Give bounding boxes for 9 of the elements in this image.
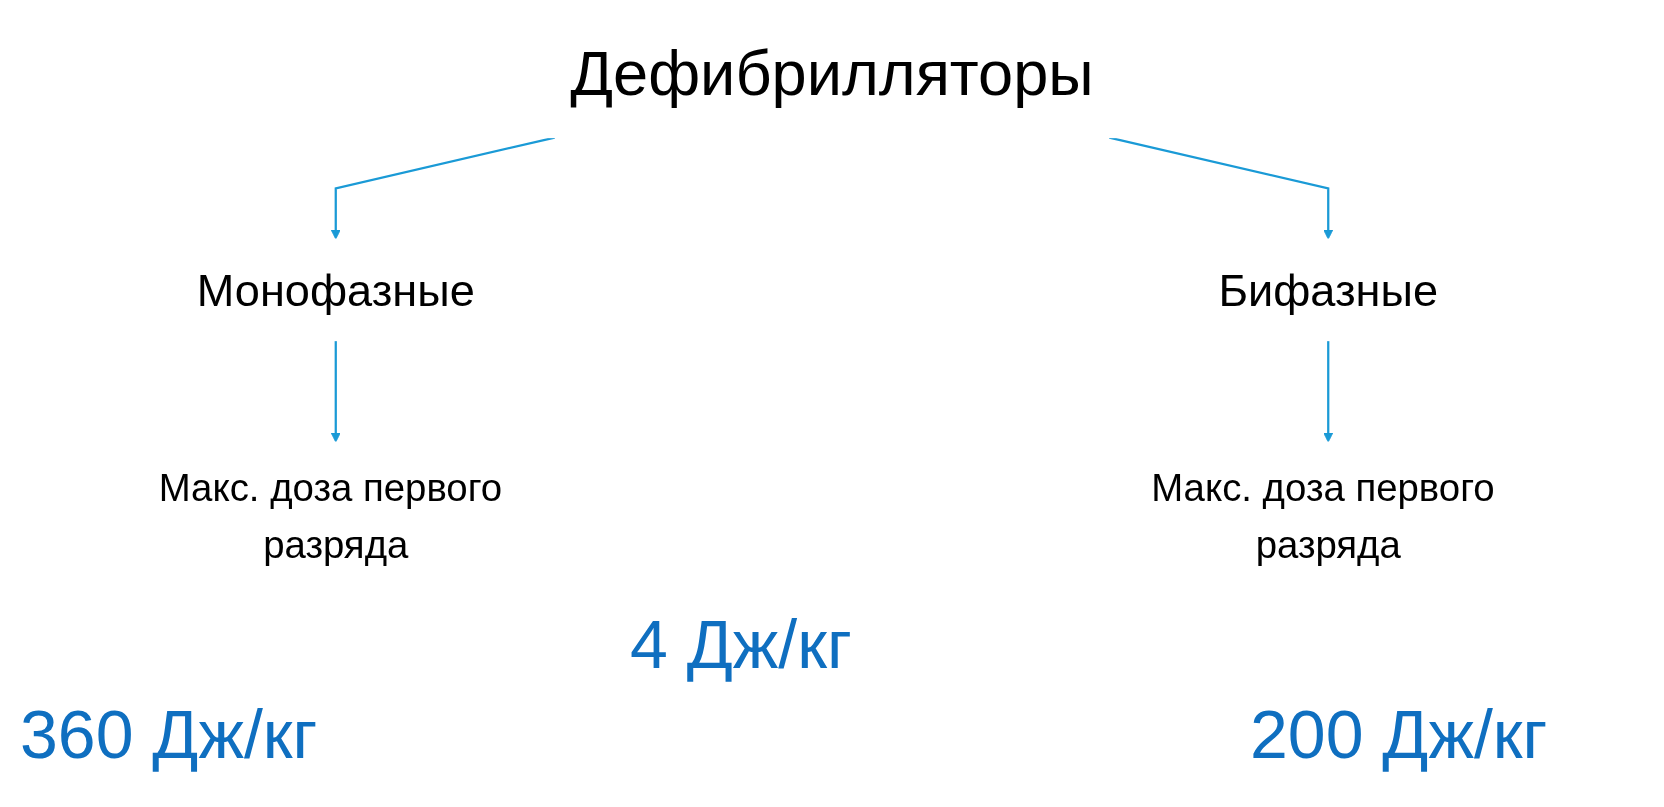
arrow — [1109, 136, 1334, 240]
arrow — [330, 340, 341, 443]
node-text: Монофазные — [196, 265, 475, 315]
arrow — [1323, 340, 1334, 443]
node-text: Макс. доза первого разряда — [158, 465, 503, 567]
node-text: Дефибрилляторы — [570, 37, 1094, 109]
node-text: Бифазные — [1218, 265, 1439, 315]
node-text: Макс. доза первого разряда — [1151, 465, 1495, 567]
arrow — [330, 136, 555, 240]
